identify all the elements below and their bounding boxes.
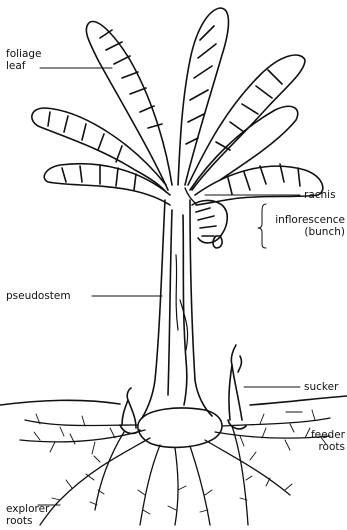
label-feeder-roots: feeder roots	[300, 429, 345, 453]
label-explorer-roots-line1: explorer	[6, 503, 49, 515]
sucker-left	[120, 388, 140, 433]
label-pseudostem: pseudostem	[6, 290, 71, 302]
label-foliage-leaf-line2: leaf	[6, 60, 42, 72]
sucker-right	[228, 345, 246, 429]
ground-line	[0, 396, 347, 405]
roots	[20, 418, 330, 525]
label-inflorescence: inflorescence (bunch)	[268, 214, 345, 238]
label-explorer-roots-line2: roots	[6, 515, 49, 527]
inflorescence-bracket	[258, 204, 266, 248]
foliage-leaves	[32, 8, 323, 205]
label-foliage-leaf-line1: foliage	[6, 48, 42, 60]
label-sucker: sucker	[304, 381, 338, 393]
inflorescence-bunch	[192, 200, 227, 248]
label-rachis: rachis	[304, 189, 336, 201]
label-explorer-roots: explorer roots	[6, 503, 49, 527]
pseudostem	[142, 200, 212, 418]
label-feeder-roots-line2: roots	[300, 441, 345, 453]
label-inflorescence-line1: inflorescence	[268, 214, 345, 226]
label-inflorescence-line2: (bunch)	[268, 226, 345, 238]
label-feeder-roots-line1: feeder	[300, 429, 345, 441]
label-foliage-leaf: foliage leaf	[6, 48, 42, 72]
